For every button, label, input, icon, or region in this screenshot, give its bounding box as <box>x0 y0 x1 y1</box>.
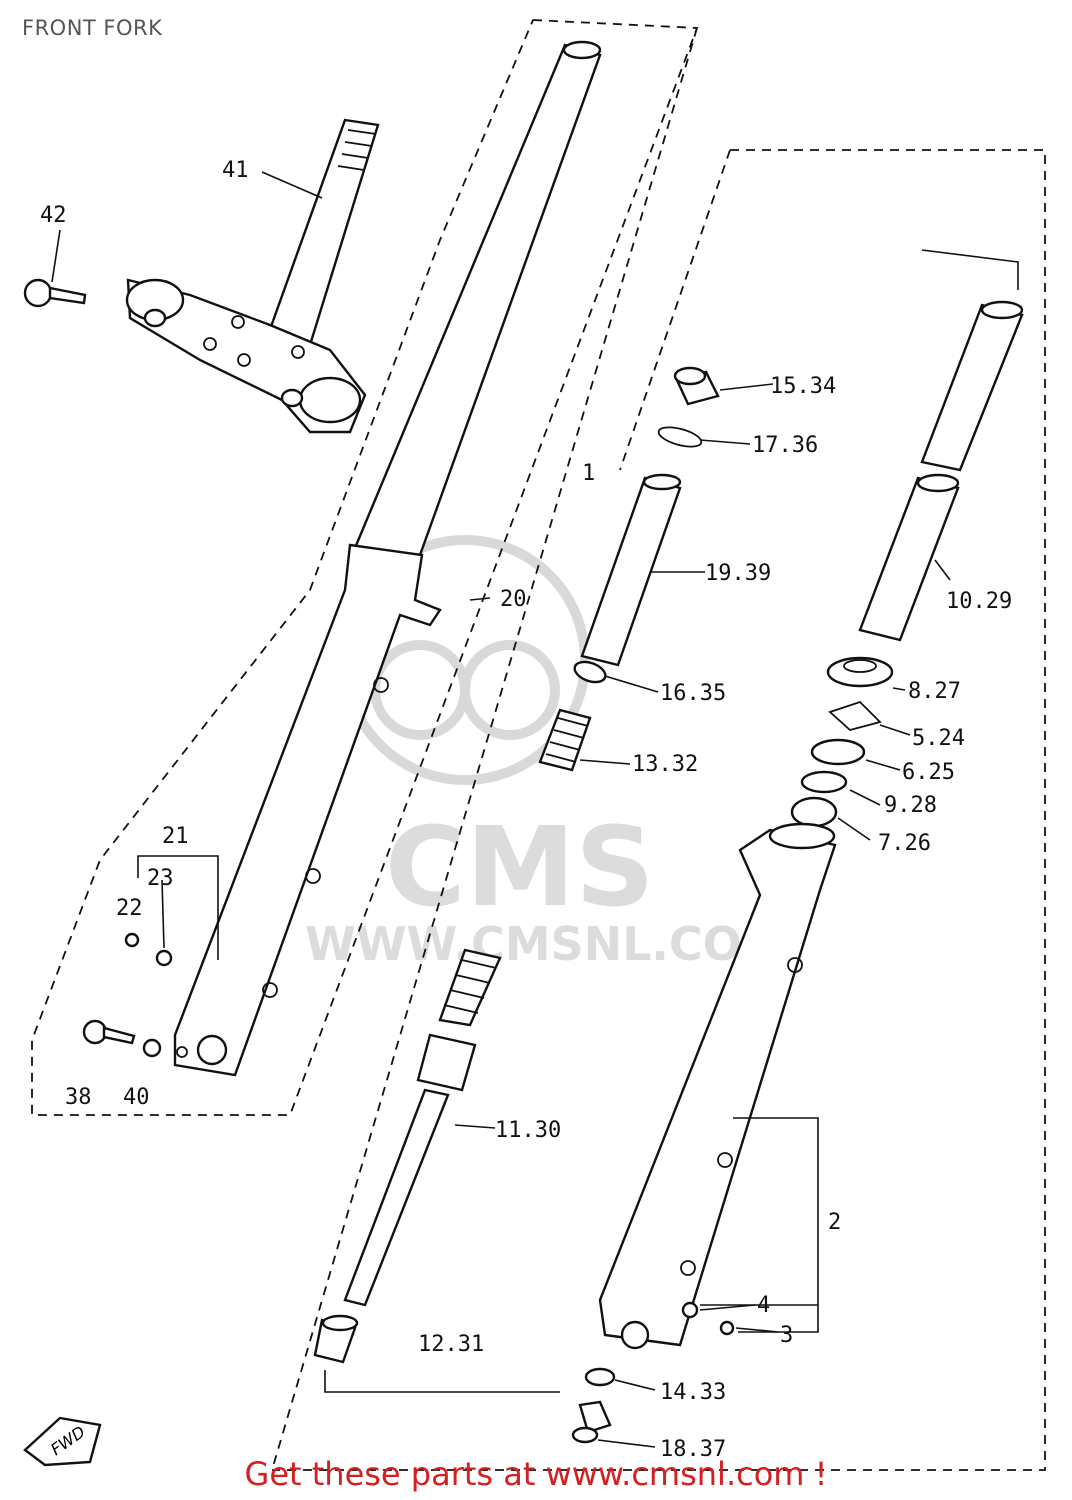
callout-15-34: 15.34 <box>770 374 836 399</box>
callout-10-29: 10.29 <box>946 589 1012 614</box>
outer-tube-group-outline <box>31 19 699 1116</box>
callout-labels: 41 42 20 21 23 22 38 40 1 15.34 17.36 19… <box>40 158 1012 1462</box>
callout-7-26: 7.26 <box>878 831 931 856</box>
callout-1: 1 <box>582 461 595 486</box>
left-fork-tube <box>173 40 602 1077</box>
bolt-38 <box>82 1019 136 1045</box>
bracket-21 <box>137 855 219 960</box>
callout-18-37: 18.37 <box>660 1437 726 1462</box>
callout-14-33: 14.33 <box>660 1380 726 1405</box>
right-fork-group-outline <box>272 149 1046 1471</box>
oil-lock-piece-12 <box>313 1314 359 1364</box>
screw-3 <box>719 1320 735 1336</box>
steering-stem-bracket <box>125 118 380 434</box>
cms-watermark: CMS WWW.CMSNL.COM <box>305 535 788 971</box>
leaders <box>51 171 951 1448</box>
bracket-10-29 <box>921 249 1019 290</box>
drain-bolt-18 <box>571 1400 612 1444</box>
clip-5 <box>828 700 882 731</box>
callout-23: 23 <box>147 866 174 891</box>
callout-22: 22 <box>116 896 143 921</box>
callout-9-28: 9.28 <box>884 793 937 818</box>
callout-13-32: 13.32 <box>632 752 698 777</box>
oil-seal-8 <box>826 656 894 688</box>
callout-42: 42 <box>40 203 67 228</box>
callout-20: 20 <box>500 587 527 612</box>
screw-22 <box>124 932 140 948</box>
callout-17-36: 17.36 <box>752 433 818 458</box>
washer-40 <box>142 1038 162 1058</box>
watermark-logo: CMS <box>385 803 654 931</box>
damper-rod-11 <box>343 948 502 1307</box>
damper-group-outline <box>271 27 698 1471</box>
watermark-url: WWW.CMSNL.COM <box>305 917 788 971</box>
washer-4 <box>681 1301 699 1319</box>
right-outer-tube-2 <box>598 822 837 1350</box>
forward-direction-tag: FWD <box>23 1416 102 1467</box>
callout-3: 3 <box>780 1323 793 1348</box>
callout-5-24: 5.24 <box>912 726 965 751</box>
callout-41: 41 <box>222 158 249 183</box>
callout-21: 21 <box>162 824 189 849</box>
washer-16 <box>573 660 607 684</box>
callout-40: 40 <box>123 1085 150 1110</box>
bolt-42 <box>23 278 87 308</box>
bushing-9 <box>800 770 848 794</box>
spring-13 <box>538 708 592 772</box>
washer-23 <box>155 949 173 967</box>
washer-14 <box>584 1367 616 1387</box>
callout-2: 2 <box>828 1210 841 1235</box>
bushing-7 <box>790 796 838 828</box>
callout-19-39: 19.39 <box>705 561 771 586</box>
callout-4: 4 <box>757 1293 770 1318</box>
callout-11-30: 11.30 <box>495 1118 561 1143</box>
o-ring-17 <box>657 426 703 448</box>
footer-link-text[interactable]: Get these parts at www.cmsnl.com ! <box>244 1455 828 1493</box>
callout-8-27: 8.27 <box>908 679 961 704</box>
bracket-12-31 <box>324 1370 560 1393</box>
spacer-19 <box>580 473 682 667</box>
callout-38: 38 <box>65 1085 92 1110</box>
page-title: FRONT FORK <box>22 16 163 40</box>
cap-bolt-15 <box>673 366 720 406</box>
callout-12-31: 12.31 <box>418 1332 484 1357</box>
callout-6-25: 6.25 <box>902 760 955 785</box>
right-inner-tube-10 <box>858 300 1024 642</box>
callout-16-35: 16.35 <box>660 681 726 706</box>
washer-6 <box>810 738 866 766</box>
